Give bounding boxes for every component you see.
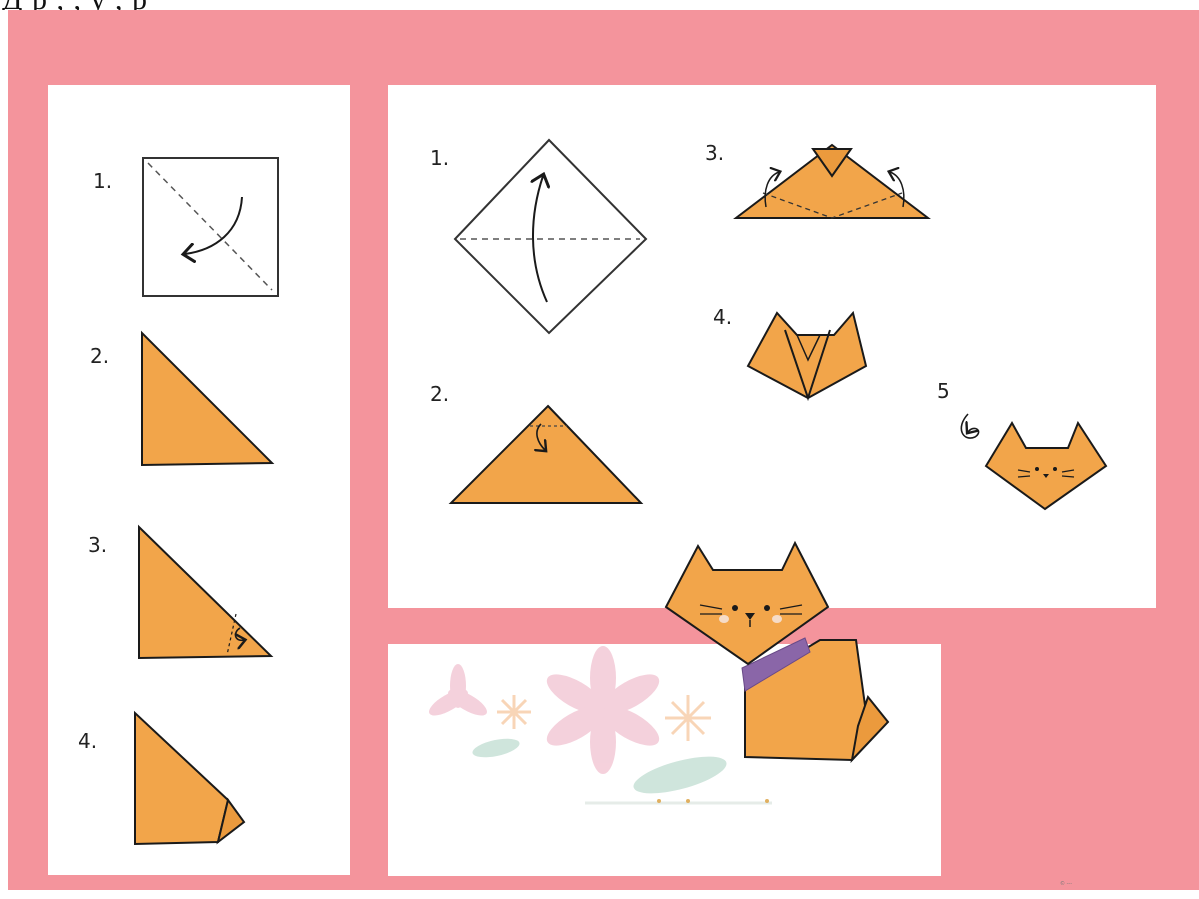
cat-eye-left [1035,467,1039,471]
left-step-2: 2. [90,333,272,465]
right-step-5: 5 [937,379,1106,509]
right-step-3: 3. [705,141,928,218]
cat-eye-left [732,605,738,611]
right-step-2: 2. [430,382,641,503]
left-step-1-number: 1. [93,169,112,193]
ground-dot [657,799,661,803]
left-step-4-number: 4. [78,729,97,753]
leaf-shape [471,735,521,761]
left-step-1: 1. [93,158,278,296]
head-folded [748,313,866,398]
cat-eye-right [1053,467,1057,471]
right-step-4-number: 4. [713,305,732,329]
flower-icon [665,695,711,741]
diamond-paper [455,140,646,333]
triangle-paper [139,527,271,658]
cat-face-icon [986,423,1106,509]
leaf-shape [630,749,730,801]
left-step-2-number: 2. [90,344,109,368]
flower-decoration [425,646,772,803]
flower-icon [425,664,490,720]
flower-icon [541,646,665,774]
left-step-4: 4. [78,713,244,844]
flower-icon [497,695,531,729]
right-step-3-number: 3. [705,141,724,165]
credit-text: © --- [1060,880,1072,887]
flip-over-icon [961,414,978,438]
ground-dot [686,799,690,803]
right-step-4: 4. [713,305,866,398]
right-step-2-number: 2. [430,382,449,406]
right-step-1: 1. [430,140,646,333]
body-paper [135,713,228,844]
triangle-paper [142,333,272,465]
triangle-paper [451,406,641,503]
cat-cheek-right [772,615,782,623]
ground-dot [765,799,769,803]
left-step-3: 3. [88,527,271,658]
cat-cheek-left [719,615,729,623]
left-step-3-number: 3. [88,533,107,557]
right-step-5-number: 5 [937,379,950,403]
right-step-1-number: 1. [430,146,449,170]
cat-eye-right [764,605,770,611]
